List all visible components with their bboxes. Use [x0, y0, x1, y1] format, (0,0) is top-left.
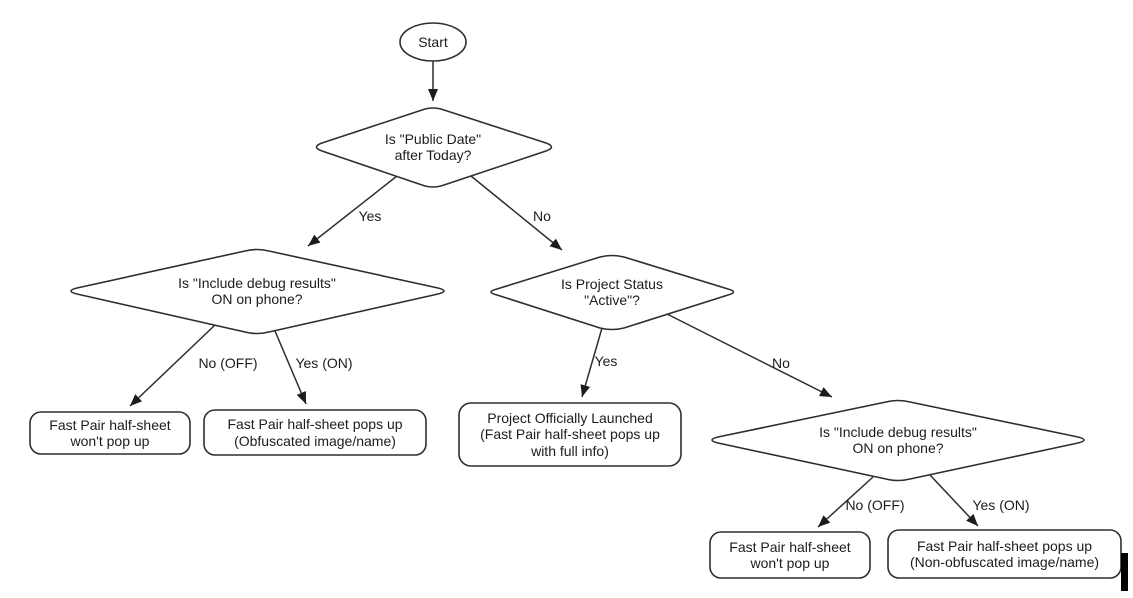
arrow-project-status-no — [666, 313, 833, 398]
result-non-obfuscated-shape — [887, 529, 1122, 579]
result-launched-shape — [458, 402, 682, 467]
decision-debug-right-shape — [711, 399, 1085, 482]
arrow-debug-right-yes-on — [929, 474, 979, 527]
arrow-debug-left-no-off — [129, 324, 216, 407]
arrow-public-date-yes — [307, 175, 398, 247]
decision-project-status-shape — [490, 254, 735, 331]
arrow-project-status-yes — [580, 327, 603, 398]
result-no-popup-left-shape — [29, 411, 191, 455]
arrow-debug-left-yes-on — [274, 330, 307, 405]
result-no-popup-right-shape — [709, 531, 871, 579]
decision-debug-left-shape — [70, 248, 445, 335]
result-obfuscated-shape — [203, 409, 427, 456]
decision-public-date-shape — [315, 107, 553, 188]
arrow-public-date-no — [470, 175, 563, 251]
arrow-debug-right-no-off — [817, 476, 874, 528]
text-cursor-artifact — [1121, 553, 1128, 591]
start-node-shape — [399, 22, 467, 62]
